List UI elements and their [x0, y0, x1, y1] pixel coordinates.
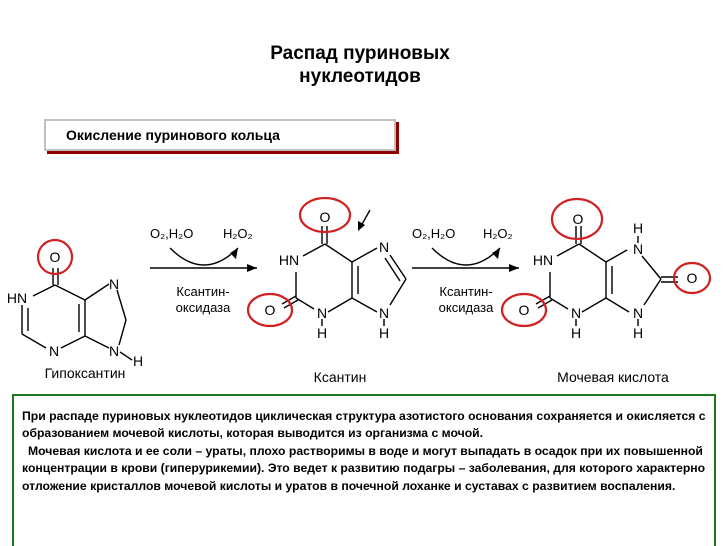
highlight-o2-uric — [500, 292, 548, 328]
hypoxanthine-hn: HN — [7, 290, 27, 306]
reaction-arrow-2 — [431, 247, 501, 266]
reaction-scheme: O HN N N N H O HN O N H N N H O HN O N H… — [7, 196, 712, 385]
uric-h7: H — [633, 220, 643, 236]
hypoxanthine-bonds — [21, 268, 133, 361]
highlight-o2-xanthine — [246, 292, 294, 328]
uric-h3: H — [571, 325, 581, 341]
reaction-1-product: H₂O₂ — [223, 226, 253, 241]
title-line-1: Распад пуриновых — [270, 43, 450, 64]
reaction-arrow-1 — [169, 247, 239, 266]
arrowhead-2 — [509, 264, 519, 272]
uric-hn: HN — [533, 252, 553, 268]
curved-arrowhead-2 — [492, 248, 500, 259]
title-line-2: нуклеотидов — [299, 66, 421, 87]
xanthine-name: Ксантин — [314, 369, 367, 385]
reaction-2-enzyme-line2: оксидаза — [439, 300, 494, 315]
highlight-o8-uric — [672, 261, 712, 295]
info-paragraph-1: При распаде пуриновых нуклеотидов циклич… — [22, 409, 706, 441]
subtitle-box: Окисление пуринового кольца — [44, 119, 396, 151]
xanthine-h3: H — [317, 325, 327, 341]
info-paragraph-2: Мочевая кислота и ее соли – ураты, плохо… — [22, 443, 706, 493]
curved-arrowhead-1 — [230, 248, 238, 259]
xanthine-o2: O — [265, 302, 276, 318]
reaction-2-enzyme-line1: Ксантин- — [439, 284, 492, 299]
uric-o2: O — [519, 302, 530, 318]
uric-o8: O — [687, 270, 698, 286]
reaction-1-enzyme-line1: Ксантин- — [176, 284, 229, 299]
uric-o6: O — [573, 211, 584, 227]
uric-acid-bonds — [535, 226, 678, 326]
uric-h9: H — [633, 325, 643, 341]
xanthine-n7: N — [379, 239, 389, 255]
arrowhead-1 — [247, 264, 257, 272]
highlight-o-hypoxanthine — [36, 238, 74, 276]
highlight-o6-uric — [550, 197, 604, 241]
uric-n9: N — [633, 305, 643, 321]
reaction-1-reagent: O₂,H₂O — [150, 226, 193, 241]
hypoxanthine-h9: H — [133, 353, 143, 369]
uric-n3: N — [571, 305, 581, 321]
subtitle-text: Окисление пуринового кольца — [66, 127, 280, 143]
xanthine-hn: HN — [279, 252, 299, 268]
xanthine-n3: N — [317, 305, 327, 321]
highlight-o6-xanthine — [298, 196, 352, 234]
hypoxanthine-name: Гипоксантин — [45, 365, 126, 381]
reaction-1-enzyme-line2: оксидаза — [176, 300, 231, 315]
xanthine-n9: N — [379, 305, 389, 321]
highlight-circles — [36, 196, 712, 328]
hypoxanthine-n7: N — [109, 276, 119, 292]
info-box: При распаде пуриновых нуклеотидов циклич… — [12, 394, 716, 546]
hypoxanthine-o: O — [50, 249, 61, 265]
reaction-2-product: H₂O₂ — [483, 226, 513, 241]
xanthine-bonds — [281, 226, 407, 326]
page-title: Распад пуриновых нуклеотидов — [180, 42, 540, 88]
uric-n7: N — [633, 241, 643, 257]
reaction-2-reagent: O₂,H₂O — [412, 226, 455, 241]
hypoxanthine-n9: N — [109, 343, 119, 359]
xanthine-o6: O — [320, 209, 331, 225]
pointer-arrow — [360, 209, 371, 227]
hypoxanthine-n3: N — [49, 343, 59, 359]
xanthine-h9: H — [379, 325, 389, 341]
pointer-arrowhead — [358, 221, 365, 231]
uric-acid-name: Мочевая кислота — [557, 369, 669, 385]
